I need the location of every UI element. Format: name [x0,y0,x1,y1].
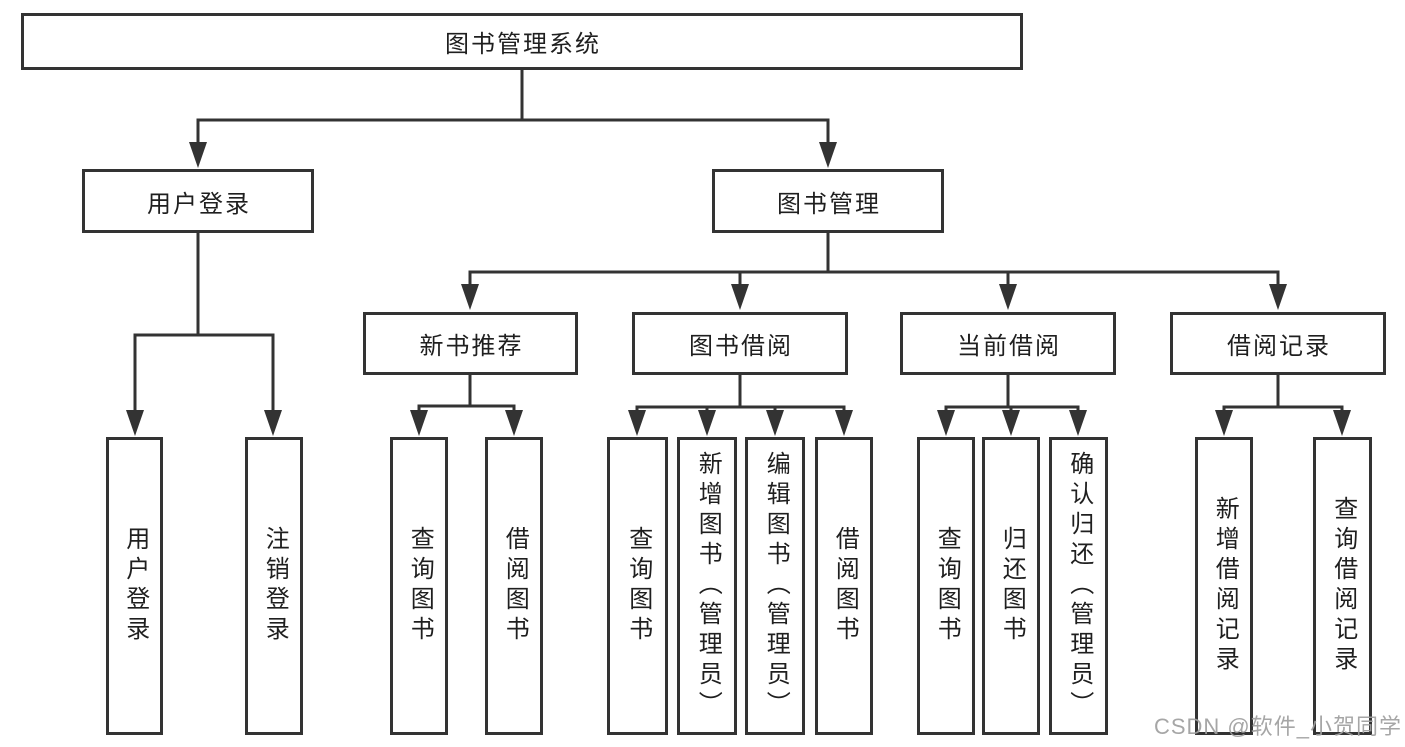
leaf-query-book-borrowing: 查询图书 [607,437,668,735]
leaf-return-book: 归还图书 [982,437,1040,735]
node-root: 图书管理系统 [21,13,1023,70]
node-new-book-recommend: 新书推荐 [363,312,578,375]
leaf-borrow-book-label: 借阅图书 [831,526,859,646]
leaf-logout-label: 注销登录 [261,526,289,646]
csdn-watermark: CSDN @软件_小贺同学 [1153,714,1402,739]
leaf-confirm-return-admin: 确认归还（管理员） [1049,437,1108,735]
leaf-add-borrow-record-label: 新增借阅记录 [1211,496,1239,676]
node-book-management: 图书管理 [712,169,944,233]
leaf-borrow-book: 借阅图书 [815,437,873,735]
leaf-confirm-return-admin-label: 确认归还（管理员） [1065,451,1093,721]
node-book-management-label: 图书管理 [777,190,881,218]
node-current-borrowing: 当前借阅 [900,312,1116,375]
edge-book-borrowing-to-leaves [628,373,853,436]
node-user-login-label: 用户登录 [147,190,251,218]
edge-new-book-recommend-to-leaves [410,373,523,436]
leaf-borrow-book-recommend: 借阅图书 [485,437,543,735]
leaf-query-book-current: 查询图书 [917,437,975,735]
leaf-query-book-current-label: 查询图书 [933,526,961,646]
leaf-user-login: 用户登录 [106,437,163,735]
leaf-add-book-admin: 新增图书（管理员） [677,437,737,735]
leaf-add-borrow-record: 新增借阅记录 [1195,437,1253,735]
edge-book-management-to-level3 [461,231,1287,310]
node-new-book-recommend-label: 新书推荐 [419,333,524,360]
leaf-query-borrow-record-label: 查询借阅记录 [1329,496,1357,676]
leaf-return-book-label: 归还图书 [998,526,1026,646]
leaf-edit-book-admin: 编辑图书（管理员） [745,437,805,735]
node-borrowing-records-label: 借阅记录 [1227,333,1331,360]
edge-borrowing-records-to-leaves [1215,373,1351,436]
leaf-borrow-book-recommend-label: 借阅图书 [501,526,529,646]
edge-user-login-to-leaves [126,231,282,436]
node-user-login: 用户登录 [82,169,314,233]
leaf-edit-book-admin-label: 编辑图书（管理员） [762,451,790,721]
node-current-borrowing-label: 当前借阅 [957,333,1061,360]
leaf-query-borrow-record: 查询借阅记录 [1313,437,1372,735]
leaf-query-book-recommend-label: 查询图书 [406,526,434,646]
leaf-add-book-admin-label: 新增图书（管理员） [694,451,722,721]
node-borrowing-records: 借阅记录 [1170,312,1386,375]
leaf-query-book-recommend: 查询图书 [390,437,448,735]
leaf-query-book-borrowing-label: 查询图书 [624,526,652,646]
node-book-borrowing-label: 图书借阅 [689,333,793,360]
node-book-borrowing: 图书借阅 [632,312,848,375]
node-root-label: 图书管理系统 [445,31,601,58]
edge-root-to-level2 [189,68,837,168]
edge-current-borrowing-to-leaves [937,373,1087,436]
leaf-user-login-label: 用户登录 [121,526,149,646]
leaf-logout: 注销登录 [245,437,303,735]
